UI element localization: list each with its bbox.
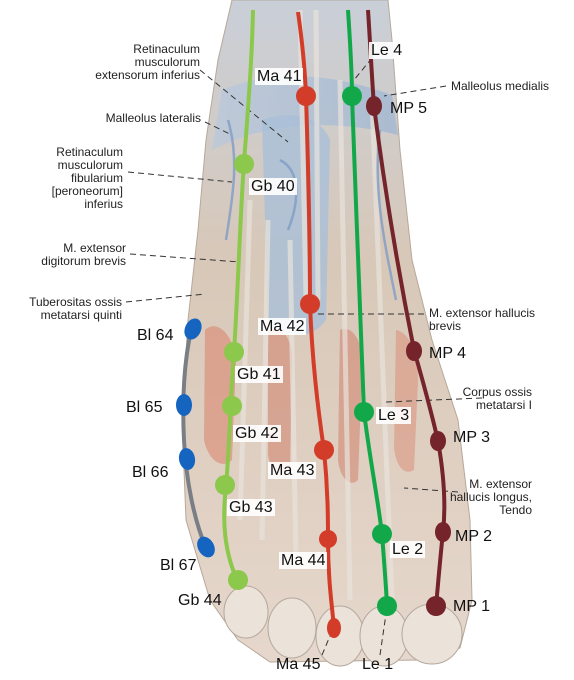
gb41-point[interactable]: [224, 342, 244, 362]
label-line: metatarsi quinti: [29, 309, 122, 322]
label-mp5: MP 5: [390, 100, 427, 117]
label-mp3: MP 3: [453, 429, 490, 446]
label-retinaculum-ext-inf: Retinaculum musculorum extensorum inferi…: [95, 43, 200, 82]
label-ma42: Ma 42: [258, 318, 306, 335]
label-mp1: MP 1: [453, 598, 490, 615]
label-line: metatarsi I: [463, 399, 532, 412]
toe-3: [316, 606, 364, 666]
label-le4: Le 4: [369, 42, 404, 59]
label-ma45: Ma 45: [276, 656, 320, 673]
mp4-point[interactable]: [406, 341, 422, 361]
label-line: digitorum brevis: [41, 255, 126, 268]
bl65-point[interactable]: [176, 394, 192, 416]
label-line: extensorum inferius: [95, 69, 200, 82]
mp3-point[interactable]: [430, 431, 446, 451]
label-mp2: MP 2: [455, 528, 492, 545]
label-line: Tendo: [450, 504, 532, 517]
interosseous-muscle-2: [268, 329, 292, 473]
label-tuberositas: Tuberositas ossis metatarsi quinti: [29, 296, 122, 322]
le3-point[interactable]: [354, 402, 374, 422]
label-ma41: Ma 41: [255, 68, 303, 85]
ma43-point[interactable]: [314, 440, 334, 460]
gb42-point[interactable]: [222, 396, 242, 416]
label-bl66: Bl 66: [132, 464, 168, 481]
gb40-point[interactable]: [234, 154, 254, 174]
label-ext-digitorum-brevis: M. extensor digitorum brevis: [41, 242, 126, 268]
le1-point[interactable]: [377, 596, 397, 616]
label-bl67: Bl 67: [160, 557, 196, 574]
label-ext-hallucis-brevis: M. extensor hallucis brevis: [429, 307, 535, 333]
ma41-point[interactable]: [296, 86, 316, 106]
label-ma43: Ma 43: [268, 462, 316, 479]
le4-point[interactable]: [342, 86, 362, 106]
mp2-point[interactable]: [435, 522, 451, 542]
label-malleolus-medialis: Malleolus medialis: [451, 80, 549, 93]
le2-point[interactable]: [372, 524, 392, 544]
label-le1: Le 1: [362, 656, 393, 673]
label-bl64: Bl 64: [137, 327, 173, 344]
label-retinaculum-fib-inf: Retinaculum musculorum fibularium [peron…: [52, 146, 123, 211]
mp1-point[interactable]: [426, 596, 446, 616]
label-gb43: Gb 43: [227, 499, 275, 516]
label-corpus-metatarsi: Corpus ossis metatarsi I: [463, 386, 532, 412]
ma42-point[interactable]: [300, 294, 320, 314]
mp5-point[interactable]: [366, 96, 382, 116]
label-gb44: Gb 44: [178, 592, 222, 609]
label-gb40: Gb 40: [249, 178, 297, 195]
ma45-point[interactable]: [327, 618, 341, 638]
label-le2: Le 2: [390, 541, 425, 558]
toe-4: [268, 598, 316, 658]
label-line: inferius: [52, 198, 123, 211]
ma44-point[interactable]: [319, 530, 337, 548]
label-line: brevis: [429, 320, 535, 333]
label-mp4: MP 4: [429, 345, 466, 362]
label-gb42: Gb 42: [233, 425, 281, 442]
label-malleolus-lateralis: Malleolus lateralis: [106, 112, 201, 125]
label-bl65: Bl 65: [126, 399, 162, 416]
toe-5: [224, 586, 268, 638]
label-ma44: Ma 44: [279, 552, 327, 569]
label-gb41: Gb 41: [235, 366, 283, 383]
gb43-point[interactable]: [215, 475, 235, 495]
label-le3: Le 3: [376, 407, 411, 424]
label-ext-hallucis-longus: M. extensor hallucis longus, Tendo: [450, 478, 532, 517]
gb44-point[interactable]: [228, 570, 248, 590]
